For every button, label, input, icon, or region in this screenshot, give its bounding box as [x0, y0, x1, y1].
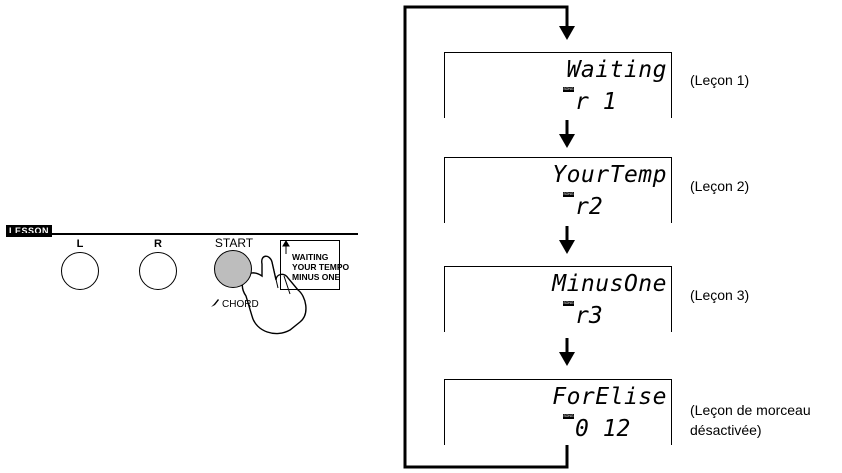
- chord-label: CHORD: [210, 298, 259, 310]
- lcd-display-3: MinusOne SONG r3: [444, 266, 672, 332]
- song-lesson-off-label: (Leçon de morceau désactivée): [690, 400, 811, 440]
- song-lesson-off-line2: désactivée): [690, 420, 811, 440]
- lcd-display-1: Waiting SONG r 1: [444, 52, 672, 118]
- lesson-1-label: (Leçon 1): [690, 70, 749, 90]
- lcd-top-text: YourTemp: [552, 162, 667, 188]
- lcd-display-4: ForElise SONG 0 12: [444, 379, 672, 445]
- song-badge: SONG: [563, 87, 574, 92]
- r-button[interactable]: [139, 252, 177, 290]
- lcd-number: r2: [575, 194, 603, 220]
- song-lesson-off-line1: (Leçon de morceau: [690, 400, 811, 420]
- song-badge: SONG: [563, 414, 574, 419]
- panel-divider: [6, 233, 358, 235]
- mode-waiting: WAITING: [292, 252, 328, 262]
- lcd-top-text: ForElise: [552, 384, 667, 410]
- l-button[interactable]: [61, 252, 99, 290]
- r-button-label: R: [138, 238, 178, 250]
- lcd-number: r 1: [575, 89, 617, 115]
- song-badge: SONG: [563, 301, 574, 306]
- arrow-down-icon: [559, 240, 575, 254]
- mode-minus-one: MINUS ONE: [292, 272, 340, 282]
- lesson-3-label: (Leçon 3): [690, 285, 749, 305]
- arrow-down-icon: [559, 26, 575, 40]
- l-button-label: L: [60, 238, 100, 250]
- lesson-tag: LESSON: [6, 225, 52, 237]
- start-button[interactable]: [214, 250, 252, 288]
- lcd-number: 0 12: [575, 416, 630, 442]
- lcd-top-text: MinusOne: [552, 271, 667, 297]
- chord-text: CHORD: [222, 299, 259, 310]
- song-badge: SONG: [563, 192, 574, 197]
- arrow-down-icon: [559, 352, 575, 366]
- lesson-2-label: (Leçon 2): [690, 176, 749, 196]
- chord-icon: [210, 298, 220, 308]
- lcd-display-2: YourTemp SONG r2: [444, 157, 672, 223]
- start-button-label: START: [206, 236, 262, 250]
- lcd-top-text: Waiting: [567, 57, 667, 83]
- mode-your-tempo: YOUR TEMPO: [292, 262, 349, 272]
- arrow-down-icon: [559, 134, 575, 148]
- lesson-mode-box: WAITING YOUR TEMPO MINUS ONE: [280, 240, 340, 290]
- lcd-number: r3: [575, 303, 603, 329]
